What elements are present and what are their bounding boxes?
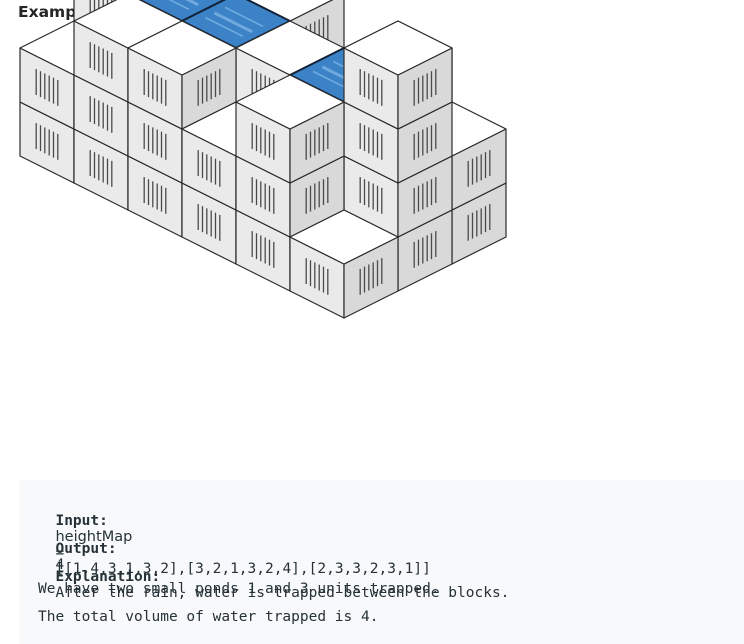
cube-left-stripes [89,42,113,79]
cube-left-stripes [143,177,167,214]
cube-left-stripes [359,69,383,106]
output-line: Output: 4 [38,525,117,573]
cube-left-stripes [89,96,113,133]
explanation-line-2: We have two small ponds 1 and 3 units tr… [38,581,440,597]
cube-top-face [235,74,345,130]
input-label: Input: [55,513,108,529]
explanation-text-1: After the rain, water is trapped between… [55,585,510,601]
cube-left-stripes [89,150,113,187]
cube-right-stripes [413,69,437,106]
cube-left-stripes [251,231,275,268]
cube-left-stripes [197,150,221,187]
cube-left-stripes [359,123,383,160]
output-label: Output: [55,541,117,557]
trapped-water-illustration [19,0,507,319]
cube-left-stripes [35,69,59,106]
cube-right-stripes [467,150,491,187]
output-value: 4 [55,557,65,573]
cube-right-stripes [413,231,437,268]
explanation-line-1: Explanation: After the rain, water is tr… [38,553,509,601]
cube-left-stripes [35,123,59,160]
input-name: heightMap [55,529,133,545]
cube-right-stripes [305,123,329,160]
cube-left-stripes [143,123,167,160]
cube-left-stripes [251,123,275,160]
input-value: [[1,4,3,1,3,2],[3,2,1,3,2,4],[2,3,3,2,3,… [55,561,431,577]
cube-top-face [289,209,399,265]
example-code-block [19,480,744,644]
cube-left-stripes [143,69,167,106]
input-line: Input: heightMap = [[1,4,3,1,3,2],[3,2,1… [38,497,431,577]
input-equals: = [55,545,65,561]
cube-left-stripes [197,204,221,241]
water-ripples [204,6,264,38]
explanation-label: Explanation: [55,569,161,585]
cube-left-stripes [305,258,329,295]
cube-right-stripes [467,204,491,241]
cube-left-stripes [359,177,383,214]
explanation-line-3: The total volume of water trapped is 4. [38,609,379,625]
cube-top-face [343,20,453,76]
cube-top-face [127,20,237,76]
water-ripples [168,0,209,11]
cube-left-stripes [251,177,275,214]
cube-right-stripes [359,258,383,295]
cube-right-stripes [413,123,437,160]
cube-right-stripes [413,177,437,214]
cube-right-stripes [305,177,329,214]
cube-right-stripes [197,69,221,106]
